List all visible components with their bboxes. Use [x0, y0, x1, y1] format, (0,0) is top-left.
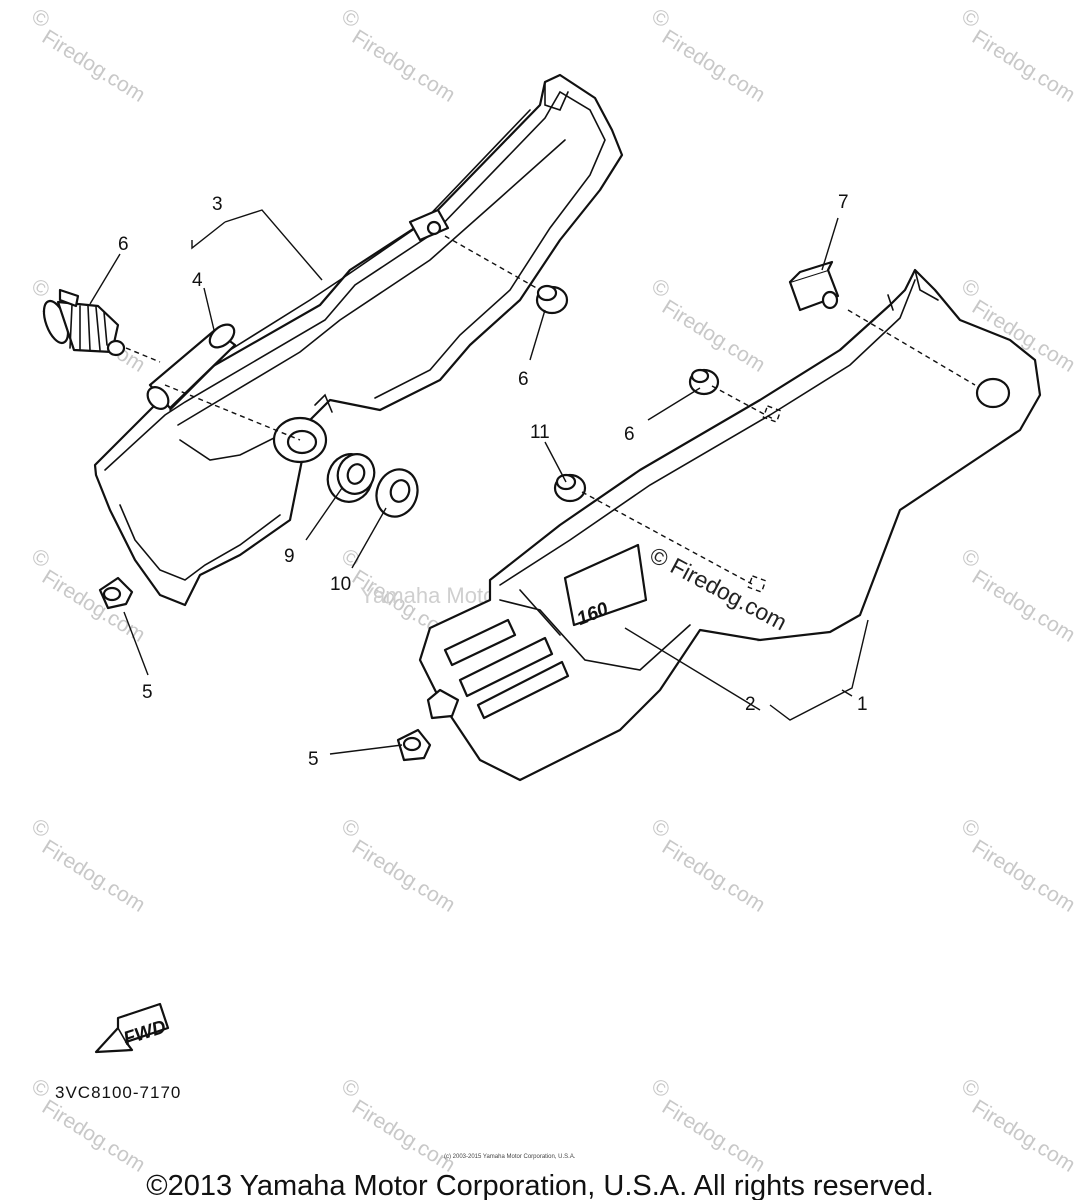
watermark-text: Firedog.com — [658, 296, 769, 377]
part-6-grommet-b — [688, 368, 720, 396]
callout-9: 9 — [284, 546, 295, 567]
watermark-3-3: ©Firedog.com — [957, 813, 1079, 917]
part-5-damper-right — [396, 728, 432, 762]
callout-6a: 6 — [518, 369, 529, 390]
callouts: 3 4 6 6 6 11 7 9 10 5 5 2 1 — [118, 192, 868, 770]
watermark-0-1: ©Firedog.com — [337, 3, 459, 107]
part-6-grommet-a — [535, 284, 569, 315]
callout-2: 2 — [745, 694, 756, 715]
part-8-screw — [42, 288, 126, 357]
part-10-washer — [375, 468, 419, 518]
watermark-0-2: ©Firedog.com — [647, 3, 769, 107]
watermark-text: Firedog.com — [968, 566, 1079, 647]
callout-8: 6 — [118, 234, 129, 255]
watermark-text: Firedog.com — [38, 836, 149, 917]
watermark-0-3: ©Firedog.com — [957, 3, 1079, 107]
part-7-clip — [788, 260, 840, 312]
part-9-grommet — [326, 453, 376, 503]
callout-11: 11 — [530, 422, 550, 443]
callout-6b: 6 — [624, 424, 635, 445]
watermark-text: Firedog.com — [38, 1096, 149, 1177]
assembly-lines — [125, 235, 976, 585]
callout-7: 7 — [838, 192, 849, 213]
watermark-1-2: ©Firedog.com — [647, 273, 769, 377]
watermark-text: Firedog.com — [348, 836, 459, 917]
watermark-text: Firedog.com — [968, 26, 1079, 107]
watermark-3-2: ©Firedog.com — [647, 813, 769, 917]
fwd-arrow-icon: FWD — [94, 1002, 170, 1054]
watermark-text: Firedog.com — [968, 836, 1079, 917]
part-5-damper-left — [98, 576, 134, 610]
watermark-text: Firedog.com — [658, 836, 769, 917]
watermark-2-3: ©Firedog.com — [957, 543, 1079, 647]
watermark-0-0: ©Firedog.com — [27, 3, 149, 107]
watermark-text: Firedog.com — [348, 1096, 459, 1177]
callout-4: 4 — [192, 270, 203, 291]
leader-lines — [89, 209, 869, 755]
callout-5b: 5 — [308, 749, 319, 770]
watermark-text: Firedog.com — [658, 26, 769, 107]
part-11-grommet — [553, 473, 587, 503]
watermark-text: Firedog.com — [348, 26, 459, 107]
callout-1: 1 — [857, 694, 868, 715]
watermark-text: Firedog.com — [968, 1096, 1079, 1177]
callout-3: 3 — [212, 194, 223, 215]
callout-5a: 5 — [142, 682, 153, 703]
left-side-cover — [93, 73, 624, 607]
watermark-4-2: ©Firedog.com — [647, 1073, 769, 1177]
watermark-3-1: ©Firedog.com — [337, 813, 459, 917]
copyright-notice: ©2013 Yamaha Motor Corporation, U.S.A. A… — [146, 1170, 934, 1200]
small-copyright: (c) 2003-2015 Yamaha Motor Corporation, … — [444, 1154, 576, 1160]
part-code: 3VC8100-7170 — [55, 1083, 181, 1102]
watermark-4-3: ©Firedog.com — [957, 1073, 1079, 1177]
right-side-cover: 160 — [418, 268, 1042, 782]
watermark-text: Firedog.com — [658, 1096, 769, 1177]
watermark-text: Firedog.com — [38, 26, 149, 107]
callout-10: 10 — [330, 574, 351, 595]
watermark-3-0: ©Firedog.com — [27, 813, 149, 917]
watermark-4-1: ©Firedog.com — [337, 1073, 459, 1177]
